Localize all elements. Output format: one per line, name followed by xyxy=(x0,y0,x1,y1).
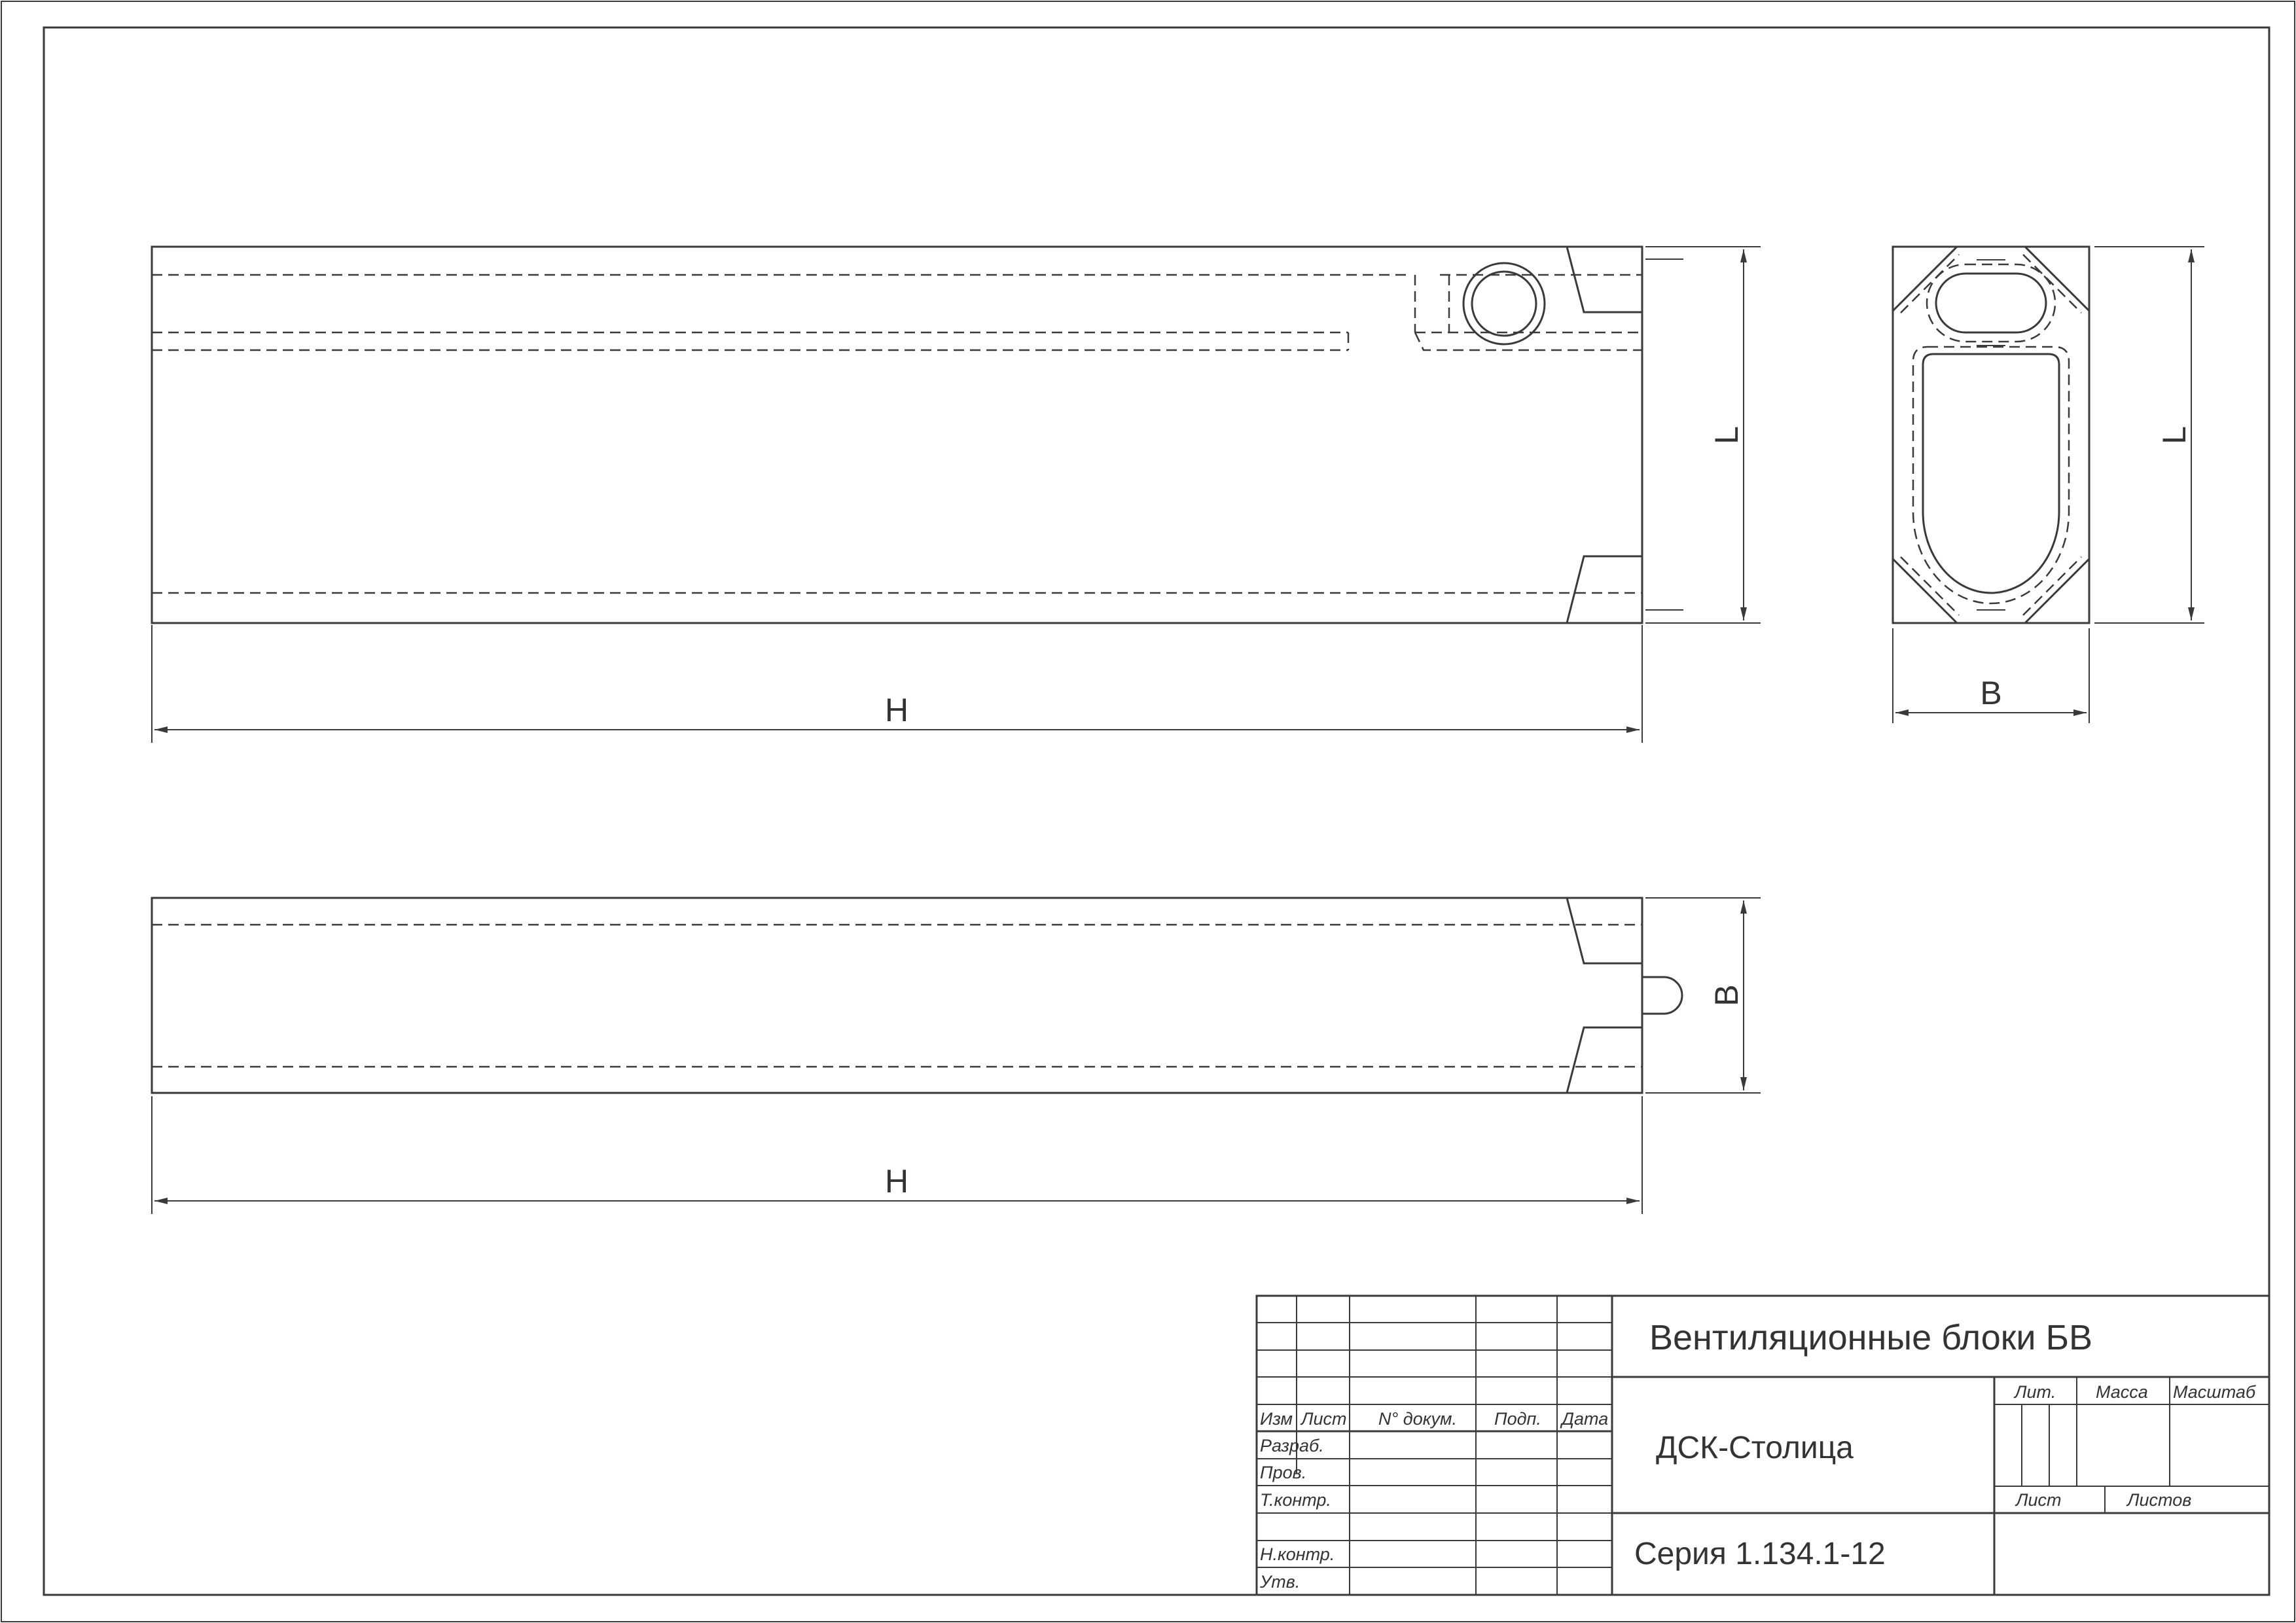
side-main-channel-inner xyxy=(1922,353,2060,594)
dim-label-side-L: L xyxy=(2156,426,2193,444)
tb-label-list: Лист xyxy=(1300,1409,1347,1429)
side-oval-channel-hidden xyxy=(1926,263,2056,343)
tb-label-nkontr: Н.контр. xyxy=(1260,1544,1335,1564)
side-hidden-chamfer-tl xyxy=(1900,254,1960,313)
side-hidden-chamfer-bl xyxy=(1900,556,1960,616)
front-joint-top xyxy=(1566,246,1642,313)
side-chamfer-bottom-left xyxy=(1892,558,1958,624)
front-hidden-opening-step xyxy=(1414,332,1642,351)
tb-label-prov: Пров. xyxy=(1260,1463,1306,1482)
dim-label-side-B: B xyxy=(1980,675,2001,711)
vent-opening-inner xyxy=(1471,270,1537,337)
front-joint-bottom xyxy=(1566,555,1642,624)
plan-end-tab xyxy=(1642,976,1683,1015)
drawing-frame xyxy=(43,26,2270,1596)
tb-label-razrab: Разраб. xyxy=(1260,1436,1324,1455)
dim-label-plan-H: H xyxy=(885,1163,908,1200)
drawing-title: Вентиляционные блоки БВ xyxy=(1649,1318,2092,1357)
side-main-channel-hidden xyxy=(1912,346,2070,605)
dim-label-front-L: L xyxy=(1708,426,1745,444)
front-view-outline xyxy=(151,245,1643,624)
tb-label-sheets: Листов xyxy=(2126,1490,2191,1510)
title-block: Изм Лист N° докум. Подп. Дата Разраб. Пр… xyxy=(1255,1294,2270,1596)
tb-label-tkontr: Т.контр. xyxy=(1260,1490,1331,1510)
plan-joint-top xyxy=(1566,897,1642,965)
side-chamfer-bottom-right xyxy=(2024,558,2090,624)
organization-name: ДСК-Столица xyxy=(1656,1431,1854,1465)
side-chamfer-top-left xyxy=(1892,245,1958,312)
plan-joint-bottom xyxy=(1566,1026,1642,1094)
tb-label-sign: Подп. xyxy=(1494,1409,1541,1429)
side-chamfer-top-right xyxy=(2024,245,2090,312)
side-hidden-chamfer-br xyxy=(2022,556,2082,616)
tb-label-massa: Масса xyxy=(2096,1382,2148,1402)
side-oval-channel-inner xyxy=(1935,272,2047,334)
tb-label-utv: Утв. xyxy=(1259,1572,1300,1592)
tb-label-masshtab: Масштаб xyxy=(2173,1382,2256,1402)
tb-label-izm: Изм xyxy=(1260,1409,1293,1429)
vent-opening-outer xyxy=(1462,262,1546,346)
side-hidden-chamfer-tr xyxy=(2022,254,2082,313)
dim-label-front-H: H xyxy=(885,692,908,728)
plan-view-outline xyxy=(151,897,1643,1094)
series-number: Серия 1.134.1-12 xyxy=(1634,1537,1886,1571)
tb-label-date: Дата xyxy=(1560,1409,1608,1429)
tb-label-sheet: Лист xyxy=(2015,1490,2062,1510)
side-view: L B xyxy=(1892,245,2204,723)
front-view: L H xyxy=(151,245,1761,743)
dim-label-plan-B: B xyxy=(1708,984,1745,1006)
side-view-outline xyxy=(1892,245,2090,624)
tb-label-lit: Лит. xyxy=(2013,1382,2056,1402)
title-block-frame xyxy=(1255,1294,2270,1596)
tb-label-doc: N° докум. xyxy=(1378,1409,1457,1429)
plan-view: B H xyxy=(151,897,1761,1214)
